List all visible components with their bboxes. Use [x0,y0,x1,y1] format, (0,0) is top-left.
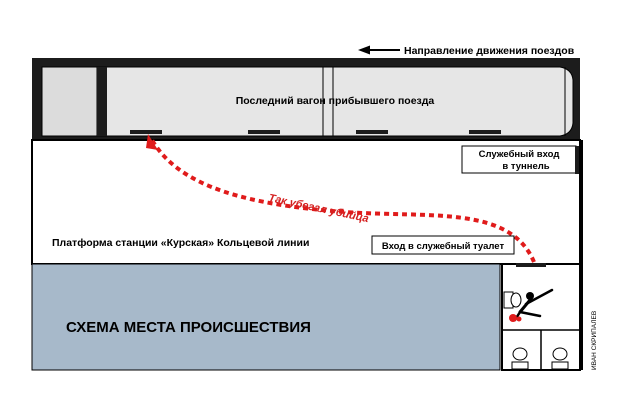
platform-label: Платформа станции «Курская» Кольцевой ли… [52,237,309,249]
killer-route-arrowhead [146,134,158,150]
lower-area [31,263,501,371]
toilet-entrance-box [371,235,515,255]
direction-arrow-icon [358,45,400,55]
service-entrance-label-2: в туннель [502,161,549,172]
toilet-icon [511,347,529,370]
last-train-car [41,66,574,137]
service-entrance-box [461,145,577,174]
scheme-title: СХЕМА МЕСТА ПРОИСШЕСТВИЯ [66,319,311,336]
service-entrance-door [575,146,579,174]
service-entrance-label-1: Служебный вход [479,149,560,160]
toilet-icon [551,347,569,370]
victim-figure-icon [509,288,554,322]
killer-route-path [150,138,536,263]
direction-label: Направление движения поездов [404,45,575,57]
toilet-entrance-label: Вход в служебный туалет [382,241,505,252]
last-car-label: Последний вагон прибывшего поезда [236,95,435,107]
toilet-icon [503,291,522,309]
photo-credit: ИВАН СКРИПАЛЕВ [591,311,598,370]
right-wall [580,140,583,370]
